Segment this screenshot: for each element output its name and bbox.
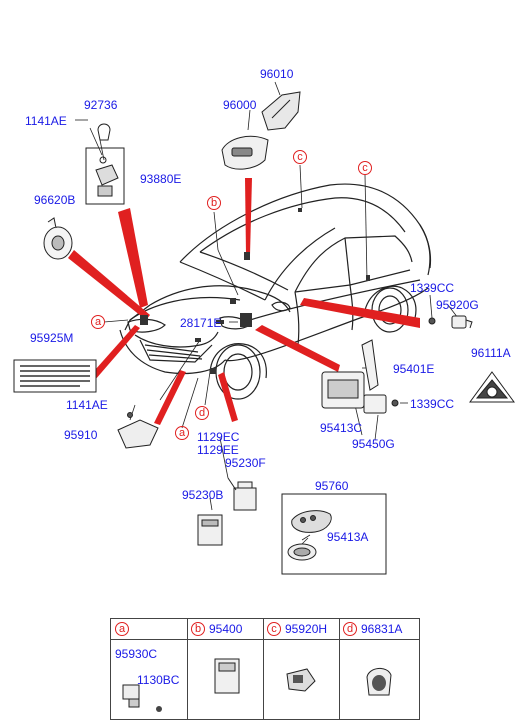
legend-part-95920H: 95920H — [285, 622, 328, 636]
legend-callout-c: c — [267, 622, 281, 636]
label-95230F: 95230F — [225, 456, 266, 470]
label-96010: 96010 — [260, 67, 294, 81]
part-95925M-sketch — [13, 359, 97, 393]
callout-a-front: a — [91, 315, 105, 329]
label-95413A: 95413A — [327, 530, 369, 544]
legend-part-1130BC: 1130BC — [137, 673, 180, 687]
label-1339CC-bot: 1339CC — [410, 397, 455, 411]
legend-col-d: d 96831A — [339, 619, 419, 719]
legend-col-b: b 95400 — [187, 619, 264, 719]
part-96111A-sketch — [469, 371, 515, 403]
label-93880E: 93880E — [140, 172, 182, 186]
label-96000: 96000 — [223, 98, 257, 112]
part-96000-sketch — [221, 135, 269, 170]
car-component-markers — [140, 208, 370, 374]
label-95401E: 95401E — [393, 362, 435, 376]
label-95760: 95760 — [315, 479, 349, 493]
callout-c-pillar: c — [358, 161, 372, 175]
legend-d-sketch — [366, 668, 392, 696]
part-92736-sketch — [97, 123, 111, 141]
label-92736: 92736 — [84, 98, 118, 112]
label-1129EE: 1129EE — [197, 443, 239, 457]
callout-d: d — [195, 406, 209, 420]
part-95401E-sketch — [321, 339, 399, 414]
label-1129EC: 1129EC — [197, 430, 240, 444]
callout-a-lower: a — [175, 426, 189, 440]
legend-b-sketch — [214, 658, 240, 694]
part-95230F-sketch — [227, 477, 257, 511]
label-1141AE-bot: 1141AE — [66, 398, 108, 412]
label-95920G: 95920G — [436, 298, 479, 312]
legend-callout-a: a — [115, 622, 129, 636]
legend-part-95930C: 95930C — [115, 647, 158, 661]
legend-col-c: c 95920H — [263, 619, 340, 719]
label-28171E: 28171E — [180, 316, 222, 330]
legend-callout-d: d — [343, 622, 357, 636]
label-96620B: 96620B — [34, 193, 76, 207]
label-95450G: 95450G — [352, 437, 395, 451]
label-95230B: 95230B — [182, 488, 224, 502]
legend-a-sketch — [122, 684, 162, 712]
label-95925M: 95925M — [30, 331, 74, 345]
part-96620B-sketch — [43, 217, 73, 260]
legend-part-96831A: 96831A — [361, 622, 403, 636]
label-95413C: 95413C — [320, 421, 363, 435]
part-93880E-sketch — [85, 147, 125, 205]
part-95910-sketch — [117, 412, 159, 449]
red-leaders — [68, 178, 420, 425]
legend-head-a: a — [111, 619, 187, 640]
legend-head-d: d 96831A — [339, 619, 419, 640]
callout-b: b — [207, 196, 221, 210]
legend-head-b: b 95400 — [187, 619, 263, 640]
label-96111A: 96111A — [471, 346, 511, 360]
legend-part-95400: 95400 — [209, 622, 243, 636]
callout-c-roof: c — [293, 150, 307, 164]
part-95230B-sketch — [197, 514, 223, 546]
legend-callout-b: b — [191, 622, 205, 636]
legend-head-c: c 95920H — [263, 619, 339, 640]
label-95910: 95910 — [64, 428, 98, 442]
part-95760-sketch — [281, 493, 387, 575]
legend-table: a 95930C 1130BC b 95400 c 95920H d — [110, 618, 420, 720]
car-outline — [119, 183, 432, 400]
label-1339CC-top: 1339CC — [410, 281, 455, 295]
part-95920G-sketch — [428, 315, 473, 329]
legend-c-sketch — [286, 668, 316, 692]
part-96010-sketch — [261, 91, 301, 131]
label-1141AE-top: 1141AE — [25, 114, 67, 128]
leader-lines — [75, 81, 459, 549]
legend-col-a: a 95930C 1130BC — [111, 619, 188, 719]
